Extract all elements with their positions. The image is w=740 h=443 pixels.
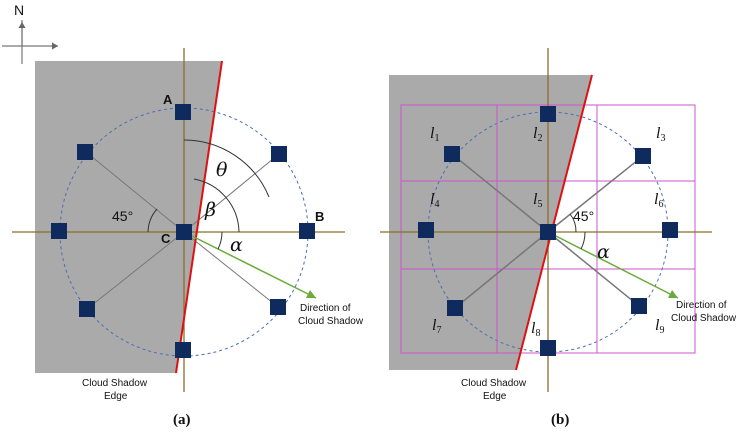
label-l8: l8 — [531, 320, 540, 339]
pixel-square — [540, 106, 556, 122]
angle-45-label: 45° — [112, 208, 133, 224]
angle-45-arc — [147, 208, 158, 233]
label-l4: l4 — [430, 191, 439, 210]
theta-arc — [183, 139, 270, 198]
edge-label-line1: Cloud Shadow — [461, 378, 527, 389]
label-l5: l5 — [533, 191, 542, 210]
pixel-square — [271, 146, 287, 162]
edge-label-line1: Cloud Shadow — [82, 378, 148, 389]
pixel-square — [662, 222, 678, 238]
direction-arrow — [183, 231, 317, 299]
label-l9: l9 — [655, 317, 664, 336]
spokes — [451, 153, 644, 309]
pixel-square — [447, 300, 463, 316]
pixel-square — [540, 224, 556, 240]
shadow-edge-line — [175, 60, 223, 374]
label-l3: l3 — [656, 125, 665, 144]
panel-b: l1 l2 l3 l4 l5 l6 l7 l8 l9 45° α Directi… — [380, 48, 737, 428]
label-a: A — [163, 92, 173, 107]
edge-label-line2: Edge — [483, 391, 507, 402]
pixel-square — [77, 144, 93, 160]
alpha-label: α — [230, 234, 243, 256]
alpha-arc — [580, 231, 586, 250]
label-l6: l6 — [654, 191, 663, 210]
pixel-squares — [418, 106, 678, 356]
north-label: N — [14, 2, 24, 18]
direction-arrow — [547, 231, 679, 299]
spokes — [85, 151, 280, 310]
compass: N — [2, 2, 58, 64]
shadow-region — [35, 61, 222, 373]
direction-label-line2: Cloud Shadow — [298, 316, 364, 327]
direction-label-line1: Direction of — [300, 303, 351, 314]
theta-label: θ — [216, 159, 228, 181]
pixel-square — [418, 222, 434, 238]
edge-label-line2: Edge — [104, 391, 128, 402]
alpha-label: α — [597, 241, 610, 263]
pixel-square — [635, 148, 651, 164]
pixel-square — [299, 223, 315, 239]
beta-label: β — [204, 199, 216, 221]
pixel-square — [176, 224, 192, 240]
angle-45-label: 45° — [573, 208, 594, 224]
pixel-squares — [51, 104, 315, 358]
pixel-square — [444, 146, 460, 162]
label-l1: l1 — [430, 125, 439, 144]
shadow-edge-line — [515, 74, 593, 371]
pixel-square — [631, 298, 647, 314]
pixel-square — [270, 299, 286, 315]
pixel-square — [540, 340, 556, 356]
alpha-arc — [217, 231, 223, 250]
pixel-square — [51, 223, 67, 239]
label-l2: l2 — [533, 125, 542, 144]
direction-label-line1: Direction of — [676, 300, 727, 311]
label-b: B — [315, 209, 324, 224]
direction-label-line2: Cloud Shadow — [671, 313, 737, 324]
beta-arc — [193, 178, 240, 233]
pixel-square — [175, 104, 191, 120]
label-c: C — [161, 231, 171, 246]
caption-b: (b) — [551, 412, 569, 428]
pixel-square — [175, 342, 191, 358]
angle-45-arc — [569, 213, 577, 233]
shadow-region — [389, 75, 592, 370]
label-l7: l7 — [432, 317, 441, 336]
pixel-square — [79, 301, 95, 317]
caption-a: (a) — [173, 412, 191, 428]
panel-a: A B C 45° θ β α Direction of Cloud Shado… — [12, 48, 364, 428]
